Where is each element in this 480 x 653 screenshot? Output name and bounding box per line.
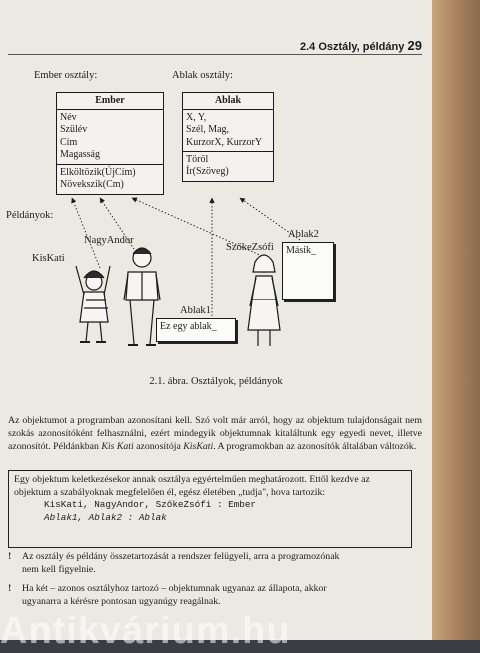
ablak1-label: Ablak1 (180, 305, 211, 316)
paragraph-text: azonosítója (133, 441, 184, 452)
note-text: ugyanarra a kérésre pontosan ugyanúgy re… (22, 596, 221, 607)
ablak-attributes: X, Y, Szél, Mag, KurzorX, KurzorY (183, 110, 273, 152)
page-number: 29 (407, 38, 422, 53)
exclamation-icon: ! (8, 551, 12, 562)
highlight-text: Egy objektum keletkezésekor annak osztál… (14, 474, 370, 498)
ember-attributes: Név Szülév Cím Magasság (57, 110, 163, 165)
szokezsofi-figure (247, 254, 281, 346)
paragraph-text: Az objektumot a programban azonosítani k… (8, 415, 422, 452)
nagyandor-figure (123, 247, 161, 346)
ablak2-window: Másik_ (282, 242, 334, 300)
class-diagram (71, 197, 301, 346)
ablak-class-label: Ablak osztály: (172, 70, 233, 81)
ember-class-name: Ember (57, 93, 163, 110)
ablak-class-name: Ablak (183, 93, 273, 110)
ember-attribute: Név (60, 111, 77, 123)
note-text: Az osztály és példány összetartozását a … (22, 551, 340, 562)
page-header: 2.4 Osztály, példány 29 (300, 38, 422, 53)
ember-class-label: Ember osztály: (34, 70, 98, 81)
ablak2-text: Másik_ (286, 245, 316, 256)
ember-attribute: Szülév (60, 124, 88, 135)
section-title: 2.4 Osztály, példány (300, 41, 405, 53)
nagyandor-label: NagyAndor (84, 235, 134, 246)
paragraph-text: . A programokban az azonosítók általában… (213, 441, 417, 452)
ablak1-text: Ez egy ablak_ (160, 321, 217, 332)
ablak1-window: Ez egy ablak_ (156, 318, 236, 342)
ember-method: Növekszik(Cm) (60, 179, 124, 190)
kiskati-figure (75, 265, 111, 343)
code-line: Ablak1, Ablak2 : Ablak (44, 511, 167, 523)
ember-method: Elköltözik(ÚjCím) (60, 166, 136, 178)
figure-caption: 2.1. ábra. Osztályok, példányok (149, 376, 283, 387)
ember-attribute: Magasság (60, 149, 100, 160)
instances-label: Példányok: (6, 210, 54, 221)
ablak-method: Ír(Szöveg) (186, 166, 229, 177)
book-page: 2.4 Osztály, példány 29 (0, 0, 432, 652)
page-edge-background (432, 0, 480, 640)
ablak-attribute: Szél, Mag, (186, 124, 230, 135)
arrow-nagyandor-ember (99, 197, 141, 259)
paragraph-emphasis: KisKati (183, 441, 214, 452)
ember-methods: Elköltözik(ÚjCím) Növekszik(Cm) (57, 165, 163, 194)
ablak-method: Töröl (186, 153, 209, 165)
szokezsofi-label: SzőkeZsófi (226, 242, 274, 253)
ember-attribute: Cím (60, 136, 78, 148)
ablak-methods: Töröl Ír(Szöveg) (183, 152, 273, 181)
kiskati-label: KisKati (32, 253, 65, 264)
note-item: ! Az osztály és példány összetartozását a… (8, 550, 422, 576)
exclamation-icon: ! (8, 583, 12, 594)
paragraph-emphasis: Kis Kati (101, 441, 134, 452)
note-text: Ha két – azonos osztályhoz tartozó – obj… (22, 583, 327, 594)
arrow-kiskati-ember (71, 197, 101, 269)
watermark: Antikvárium.hu (0, 610, 291, 652)
body-paragraph: Az objektumot a programban azonosítani k… (8, 414, 422, 453)
ablak2-label: Ablak2 (288, 229, 319, 240)
code-line: KisKati, NagyAndor, SzőkeZsófi : Ember (44, 499, 257, 510)
note-item: ! Ha két – azonos osztályhoz tartozó – ob… (8, 582, 422, 608)
ablak-class-box: Ablak X, Y, Szél, Mag, KurzorX, KurzorY … (182, 92, 274, 182)
header-rule (8, 54, 422, 55)
ablak-attribute: X, Y, (186, 111, 207, 123)
ember-class-box: Ember Név Szülév Cím Magasság Elköltözik… (56, 92, 164, 195)
ablak-attribute: KurzorX, KurzorY (186, 136, 263, 148)
highlight-box: Egy objektum keletkezésekor annak osztál… (8, 470, 412, 548)
note-text: nem kell figyelnie. (22, 564, 96, 575)
arrow-szokezsofi-ember (131, 197, 263, 257)
